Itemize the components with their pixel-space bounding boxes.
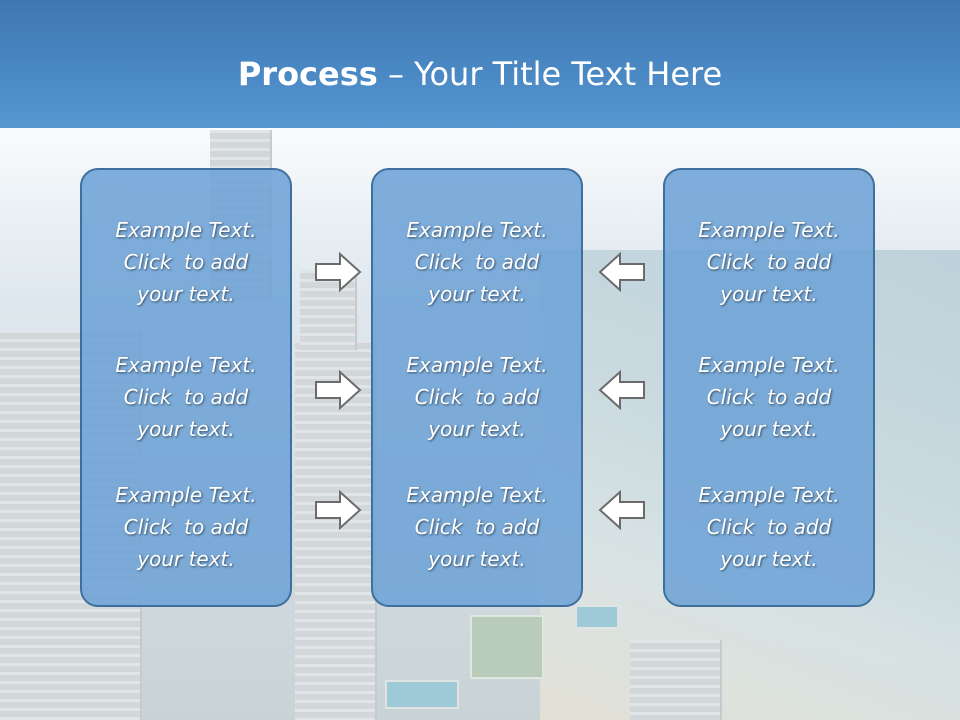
text-line: your text. xyxy=(720,282,818,306)
text-block[interactable]: Example Text. Click to add your text. xyxy=(82,214,290,310)
text-line: Click to add xyxy=(414,385,540,409)
building xyxy=(630,640,722,720)
text-line: your text. xyxy=(428,547,526,571)
arrow-right-icon xyxy=(315,369,362,411)
text-block[interactable]: Example Text. Click to add your text. xyxy=(373,214,581,310)
process-box-center[interactable]: Example Text. Click to add your text. Ex… xyxy=(371,168,583,607)
text-line: Click to add xyxy=(414,515,540,539)
title-rest: – Your Title Text Here xyxy=(377,55,723,93)
arrow-left-icon xyxy=(598,369,645,411)
process-box-left[interactable]: Example Text. Click to add your text. Ex… xyxy=(80,168,292,607)
building xyxy=(295,340,377,720)
text-line: Example Text. xyxy=(115,353,257,377)
arrow-right-icon xyxy=(315,251,362,293)
text-line: Click to add xyxy=(706,385,832,409)
text-block[interactable]: Example Text. Click to add your text. xyxy=(373,479,581,575)
text-line: your text. xyxy=(720,417,818,441)
text-line: Click to add xyxy=(706,250,832,274)
text-block[interactable]: Example Text. Click to add your text. xyxy=(665,214,873,310)
pool xyxy=(385,680,459,709)
text-line: Click to add xyxy=(123,515,249,539)
pool xyxy=(575,605,619,629)
title-bold: Process xyxy=(237,55,378,93)
text-line: Example Text. xyxy=(115,483,257,507)
arrow-left-icon xyxy=(598,489,645,531)
arrow-right-icon xyxy=(315,489,362,531)
text-line: Example Text. xyxy=(115,218,257,242)
text-line: your text. xyxy=(428,417,526,441)
text-line: Click to add xyxy=(414,250,540,274)
text-line: Example Text. xyxy=(406,483,548,507)
text-line: your text. xyxy=(720,547,818,571)
text-line: Click to add xyxy=(706,515,832,539)
title-bar: Process – Your Title Text Here xyxy=(0,0,960,128)
text-block[interactable]: Example Text. Click to add your text. xyxy=(665,349,873,445)
text-block[interactable]: Example Text. Click to add your text. xyxy=(82,349,290,445)
text-line: your text. xyxy=(137,282,235,306)
text-block[interactable]: Example Text. Click to add your text. xyxy=(665,479,873,575)
text-line: Example Text. xyxy=(698,218,840,242)
tennis-court xyxy=(470,615,544,679)
arrow-left-icon xyxy=(598,251,645,293)
text-block[interactable]: Example Text. Click to add your text. xyxy=(82,479,290,575)
text-line: Example Text. xyxy=(698,483,840,507)
text-line: Click to add xyxy=(123,385,249,409)
text-line: your text. xyxy=(137,417,235,441)
text-line: your text. xyxy=(428,282,526,306)
text-line: Click to add xyxy=(123,250,249,274)
slide-title[interactable]: Process – Your Title Text Here xyxy=(0,55,960,93)
text-line: Example Text. xyxy=(698,353,840,377)
text-line: your text. xyxy=(137,547,235,571)
process-box-right[interactable]: Example Text. Click to add your text. Ex… xyxy=(663,168,875,607)
text-line: Example Text. xyxy=(406,353,548,377)
text-line: Example Text. xyxy=(406,218,548,242)
text-block[interactable]: Example Text. Click to add your text. xyxy=(373,349,581,445)
